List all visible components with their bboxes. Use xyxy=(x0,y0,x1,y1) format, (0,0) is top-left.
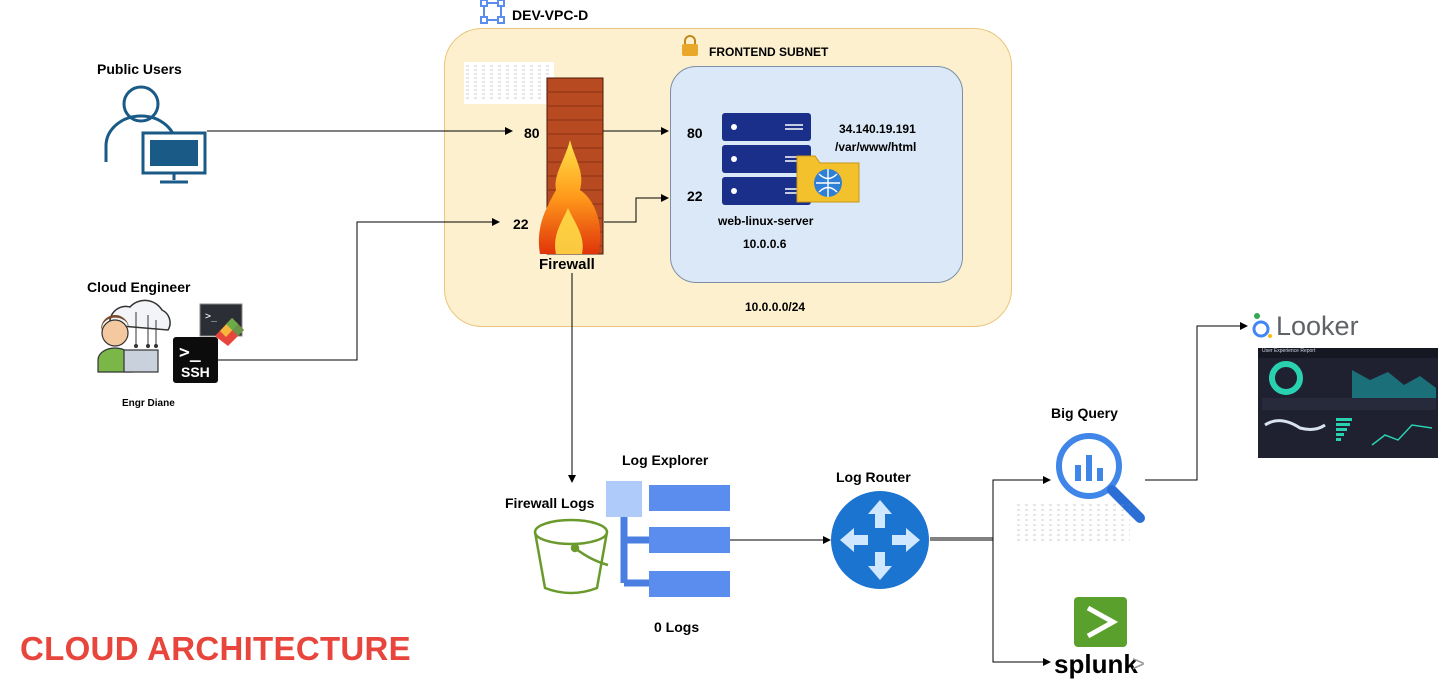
ssh-icon: >_ xyxy=(173,337,218,383)
cloud-engineer-label: Cloud Engineer xyxy=(87,279,191,295)
log-explorer-icon xyxy=(606,481,730,597)
firewall-to-server-22-arrow xyxy=(604,194,669,223)
server-name: web-linux-server xyxy=(718,214,814,228)
router-to-bigquery-arrow xyxy=(930,476,1051,541)
bigquery-to-looker-arrow xyxy=(1145,322,1248,481)
firewall-port-80: 80 xyxy=(524,125,540,141)
server-doc-root: /var/www/html xyxy=(835,140,917,154)
svg-text:>_: >_ xyxy=(205,311,218,322)
log-count: 0 Logs xyxy=(654,619,700,635)
splunk-label: splunk xyxy=(1054,649,1138,679)
public-user-icon xyxy=(104,85,207,184)
storage-bucket-icon xyxy=(533,518,609,595)
log-router-label: Log Router xyxy=(836,469,911,485)
looker-logo-icon xyxy=(1252,313,1272,338)
terminal-icon: >_ xyxy=(199,303,244,346)
bigquery-icon xyxy=(1056,433,1145,523)
splunk-icon xyxy=(1074,597,1127,647)
engineer-name: Engr Diane xyxy=(122,398,175,409)
ssh-label: SSH xyxy=(181,364,210,380)
ssh-to-firewall-arrow xyxy=(217,218,500,361)
firewall-icon xyxy=(538,77,604,255)
vpc-icon xyxy=(480,0,505,24)
lock-icon xyxy=(682,35,698,56)
connectors xyxy=(207,127,1248,666)
vpc-cidr: 10.0.0.0/24 xyxy=(745,300,806,314)
server-icon xyxy=(722,113,811,205)
subnet-label: FRONTEND SUBNET xyxy=(709,45,829,59)
firewall-port-22: 22 xyxy=(513,216,529,232)
log-explorer-label: Log Explorer xyxy=(622,452,709,468)
firewall-table-thumbnail xyxy=(464,62,554,104)
bigquery-table-thumbnail xyxy=(1017,504,1130,541)
vpc-label: DEV-VPC-D xyxy=(512,7,589,23)
web-folder-icon xyxy=(796,155,860,203)
server-port-22: 22 xyxy=(687,188,703,204)
server-private-ip: 10.0.0.6 xyxy=(743,237,787,251)
looker-report-title: User Experience Report xyxy=(1262,348,1316,354)
bigquery-label: Big Query xyxy=(1051,405,1118,421)
router-to-splunk-arrow xyxy=(930,537,1051,666)
public-users-label: Public Users xyxy=(97,61,182,77)
looker-label: Looker xyxy=(1276,311,1359,341)
firewall-logs-label: Firewall Logs xyxy=(505,495,595,511)
svg-text:>_: >_ xyxy=(179,342,201,363)
splunk-chevron: > xyxy=(1132,651,1145,676)
server-port-80: 80 xyxy=(687,125,703,141)
log-router-icon xyxy=(831,491,929,589)
page-title: CLOUD ARCHITECTURE xyxy=(20,630,411,667)
looker-dashboard-thumbnail xyxy=(1258,348,1438,458)
cloud-engineer-icon xyxy=(97,299,171,373)
server-public-ip: 34.140.19.191 xyxy=(839,122,916,136)
firewall-label: Firewall xyxy=(539,256,595,273)
